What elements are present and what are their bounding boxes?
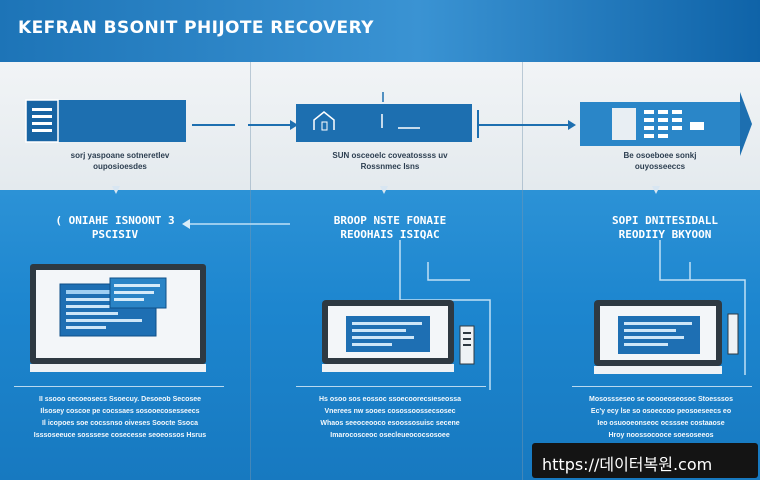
stage-2-title-line1: BROOP NSTE FONAIE <box>333 214 447 227</box>
desc-line: Imarocosceoc osecleueococsosoee <box>330 432 450 439</box>
desc-line: Ec'y ecy lse so osoeccoo peosoeseecs eo <box>590 408 732 415</box>
monitor-icon <box>594 300 739 374</box>
caption-1-line1: sorj yaspoane sotneretlev <box>70 151 170 160</box>
top-flow-illustration <box>25 92 752 156</box>
separator <box>572 386 752 387</box>
stage-3-title: SOPI DNITESIDALL REODIIY BKYOON <box>590 214 740 242</box>
column-divider <box>522 62 523 480</box>
watermark-url[interactable]: https://데이터복원.com <box>542 455 713 474</box>
stage-3-description: Mosossseseo se ooooeoseosoc Stoesssos Ec… <box>566 394 756 442</box>
desc-line: Mosossseseo se ooooeoseosoc Stoesssos <box>589 396 733 403</box>
desc-line: Ilsosey coscoe pe cocssaes sosooecosesse… <box>40 408 200 415</box>
desc-line: Ieo osuooeonseoc ocsssee costaaose <box>597 420 725 427</box>
desc-line: Il ssooo cecoeosecs Ssoecuy. Desoeob Sec… <box>38 396 202 403</box>
desc-line: Whaos seeoceooco esoossosuisc secene <box>320 420 460 427</box>
stage-2-title-line2: REOOHAIS ISIQAC <box>340 228 440 241</box>
monitor-icon <box>30 264 206 372</box>
bottom-flow-illustration <box>30 219 746 390</box>
device-panel-icon <box>580 92 752 156</box>
separator <box>296 386 486 387</box>
watermark-badge: https://데이터복원.com <box>532 443 758 478</box>
stage-2-description: Hs osoo sos eossoc ssoecoorecsieseossa V… <box>290 394 490 442</box>
stage-markers <box>112 186 660 194</box>
desc-line: Vnerees nw sooes cosossoossecsosec <box>324 408 456 415</box>
caption-3-line2: ouyosseeccs <box>634 162 686 171</box>
stage-2-title: BROOP NSTE FONAIE REOOHAIS ISIQAC <box>300 214 480 242</box>
page-title: KEFRAN BSONIT PHIJOTE RECOVERY <box>18 18 374 38</box>
stage-1-title: ( ONIAHE ISNOONT 3 PSCISIV <box>40 214 190 242</box>
caption-2-line1: SUN osceoelc coveatossss uv <box>332 151 448 160</box>
desc-line: Hs osoo sos eossoc ssoecoorecsieseossa <box>318 396 462 403</box>
flow-arrow-icon <box>192 120 298 130</box>
stage-3-title-line1: SOPI DNITESIDALL <box>612 214 718 227</box>
device-card-icon <box>25 99 186 143</box>
column-divider <box>250 62 251 480</box>
caption-2: SUN osceoelc coveatossss uv Rossnmec Isn… <box>290 150 490 172</box>
stage-3-title-line2: REODIIY BKYOON <box>618 228 712 241</box>
flow-arrow-icon <box>477 110 576 138</box>
desc-line: Hroy noossocooce soesoseeos <box>608 432 714 439</box>
monitor-icon <box>322 300 475 372</box>
desc-line: Il icopoes soe cocssnso oiveses Soocte S… <box>41 420 198 427</box>
caption-3-line1: Be osoeboee sonkj <box>623 151 697 160</box>
caption-1: sorj yaspoane sotneretlev ouposioesdes <box>20 150 220 172</box>
desc-line: Isssoseeuce sosssese cosecesse seoeossos… <box>33 432 207 439</box>
header-banner: KEFRAN BSONIT PHIJOTE RECOVERY <box>0 0 760 62</box>
stage-1-title-line2: PSCISIV <box>91 228 139 241</box>
device-home-icon <box>296 92 472 142</box>
caption-1-line2: ouposioesdes <box>93 162 147 171</box>
stage-1-description: Il ssooo cecoeosecs Ssoecuy. Desoeob Sec… <box>10 394 230 442</box>
caption-2-line2: Rossnmec Isns <box>360 162 420 171</box>
caption-3: Be osoeboee sonkj ouyosseeccs <box>560 150 760 172</box>
separator <box>14 386 224 387</box>
stage-1-title-line1: ( ONIAHE ISNOONT 3 <box>55 214 175 227</box>
